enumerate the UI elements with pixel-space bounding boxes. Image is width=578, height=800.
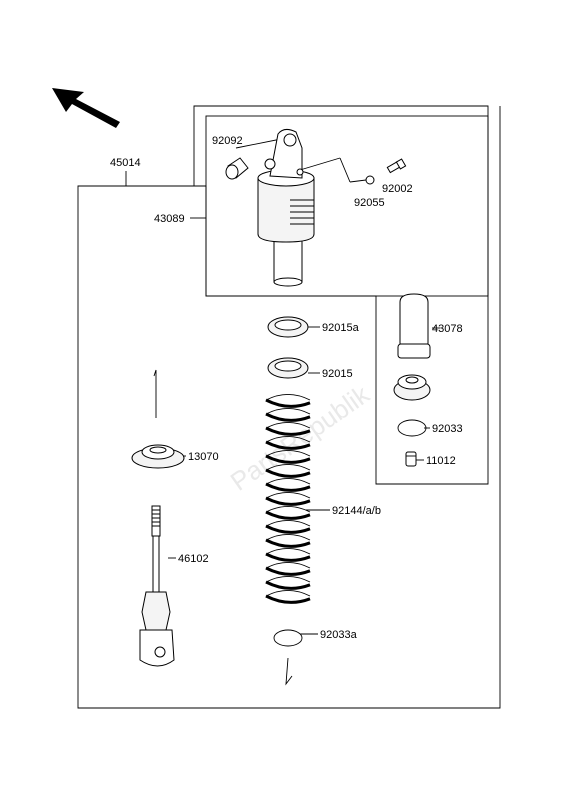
bolt-part <box>386 158 407 174</box>
seal-ring-part <box>397 419 427 437</box>
label-shock-body: 43089 <box>154 213 185 225</box>
spring-coil-front <box>265 566 311 576</box>
cap-nut-part <box>393 374 431 401</box>
spring-coil-front <box>265 524 311 534</box>
spring-coil-back <box>265 449 311 457</box>
bushing-part <box>225 157 249 180</box>
spring-coil-back <box>265 519 311 527</box>
spring-coil-back <box>265 477 311 485</box>
spring-coil-front <box>265 426 311 436</box>
rod-end-part <box>139 505 175 667</box>
label-assembly: 45014 <box>110 157 141 169</box>
ring-a-part <box>273 629 303 647</box>
spring-coil-front <box>265 440 311 450</box>
label-nut-a: 92015a <box>322 322 360 334</box>
label-bushing: 92092 <box>212 135 243 147</box>
lock-nut-a-part <box>267 316 309 338</box>
spring-coil-back <box>265 491 311 499</box>
spring-coil-back <box>265 393 311 401</box>
label-ring-a: 92033a <box>320 629 358 641</box>
lock-nut-part <box>267 357 309 379</box>
shock-absorber-body <box>257 128 315 287</box>
label-spring-seat: 13070 <box>188 451 219 463</box>
spring-coil-front <box>265 580 311 590</box>
spring-coil-back <box>265 575 311 583</box>
spring-coil-back <box>265 435 311 443</box>
spring-coil-front <box>265 594 311 604</box>
coil-spring-part <box>265 393 311 604</box>
label-nut: 92015 <box>322 368 353 380</box>
spring-seat-part <box>131 444 185 469</box>
spring-coil-back <box>265 407 311 415</box>
spring-coil-front <box>265 510 311 520</box>
spring-coil-back <box>265 561 311 569</box>
spring-coil-front <box>265 398 311 408</box>
label-reservoir-cap: 43078 <box>432 323 463 335</box>
washer-part <box>365 175 375 185</box>
valve-part <box>405 451 417 467</box>
label-bolt: 92002 <box>382 183 413 195</box>
spring-coil-front <box>265 412 311 422</box>
spring-coil-back <box>265 463 311 471</box>
shock-body-box <box>205 115 489 297</box>
spring-coil-front <box>265 538 311 548</box>
spring-coil-back <box>265 547 311 555</box>
direction-arrow-icon <box>52 88 120 128</box>
spring-coil-back <box>265 589 311 597</box>
label-valve: 11012 <box>426 455 456 467</box>
spring-coil-front <box>265 468 311 478</box>
spring-coil-front <box>265 552 311 562</box>
label-seal-ring: 92033 <box>432 423 463 435</box>
leader-lines <box>125 137 440 686</box>
spring-coil-back <box>265 421 311 429</box>
label-washer: 92055 <box>354 197 385 209</box>
spring-coil-front <box>265 454 311 464</box>
spring-coil-back <box>265 533 311 541</box>
label-rod-end: 46102 <box>178 553 209 565</box>
spring-coil-back <box>265 505 311 513</box>
spring-coil-front <box>265 496 311 506</box>
reservoir-cap-part <box>397 293 431 359</box>
label-spring: 92144/a/b <box>332 505 381 517</box>
spring-coil-front <box>265 482 311 492</box>
